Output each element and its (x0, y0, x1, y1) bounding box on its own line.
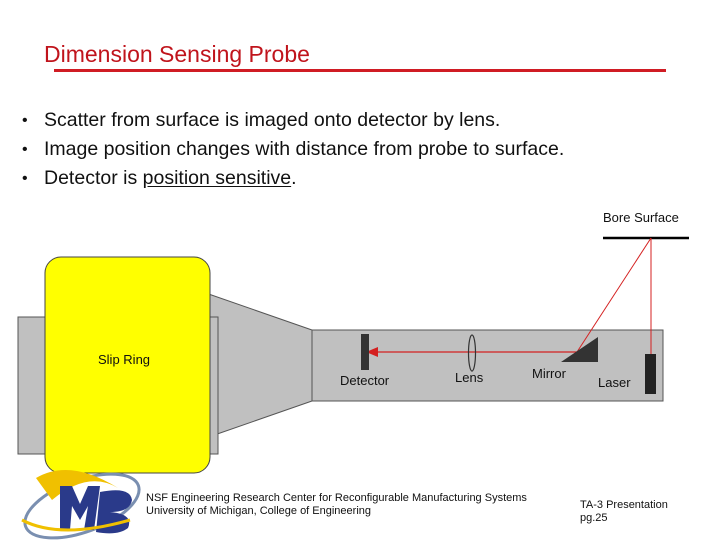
slip-ring (44, 256, 211, 474)
footer-organization: NSF Engineering Research Center for Reco… (146, 492, 527, 518)
bullet-item: • Image position changes with distance fr… (22, 135, 564, 164)
lens-label: Lens (455, 370, 484, 385)
beam-arrowhead-icon (366, 347, 378, 357)
slide-title: Dimension Sensing Probe (44, 41, 310, 67)
slip-ring-label: Slip Ring (98, 352, 150, 367)
bullet-dot-icon: • (22, 170, 28, 187)
beam-scatter (576, 237, 652, 353)
bullet-dot-icon: • (22, 112, 28, 129)
detector (361, 334, 369, 370)
bullet-item: • Scatter from surface is imaged onto det… (22, 106, 564, 135)
probe-tube (289, 329, 664, 402)
lens (467, 334, 477, 372)
bore-surface-label: Bore Surface (603, 210, 679, 225)
mirror-label: Mirror (532, 366, 567, 381)
bullet-dot-icon: • (22, 141, 28, 158)
footer-org-line2: University of Michigan, College of Engin… (146, 505, 372, 517)
laser-label: Laser (598, 375, 631, 390)
bullet-text: Detector is position sensitive. (44, 167, 297, 189)
bullet-text: Image position changes with distance fro… (44, 138, 565, 160)
footer-org-line1: NSF Engineering Research Center for Reco… (146, 492, 527, 504)
bullet-list: • Scatter from surface is imaged onto det… (22, 106, 564, 193)
footer-presentation: TA-3 Presentation pg.25 (580, 499, 668, 525)
detector-label: Detector (340, 373, 390, 388)
bullet-text: Scatter from surface is imaged onto dete… (44, 109, 501, 131)
footer-presentation-title: TA-3 Presentation (580, 499, 668, 511)
laser (645, 354, 656, 394)
bullet-item: • Detector is position sensitive. (22, 164, 564, 193)
title-underline (54, 69, 666, 72)
footer-page-number: pg.25 (580, 512, 608, 524)
underlined-phrase: position sensitive (142, 167, 292, 189)
mirror (561, 337, 598, 362)
erc-rms-logo-icon (21, 470, 141, 540)
